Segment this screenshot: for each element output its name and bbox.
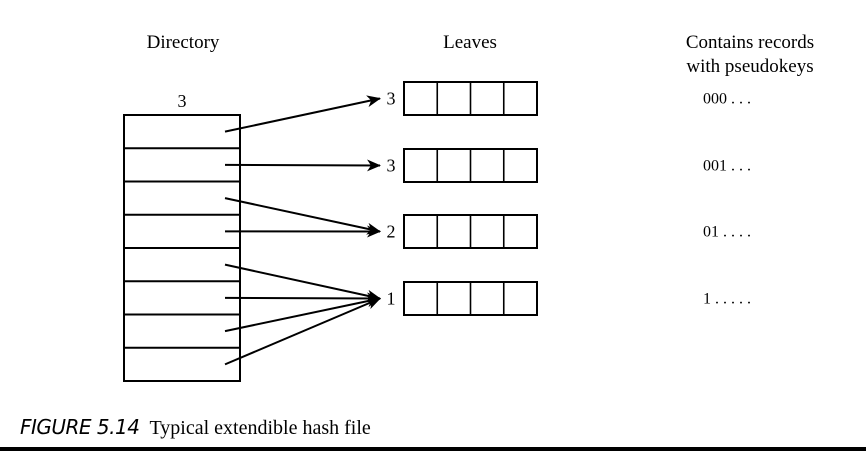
pseudokey-label: 001 . . . [703,158,751,175]
caption-rule [0,447,866,451]
leaf-buckets: 3 3 2 1 [387,81,538,316]
leaf-bucket: 3 [387,148,538,183]
pointer-arrow [224,159,381,172]
caption-label: FIGURE 5.14 [20,415,139,439]
leaf-bucket: 3 [387,81,538,116]
contains-header-line1: Contains records [686,32,814,53]
pseudokey-label: 000 . . . [703,91,751,108]
leaf-bucket: 2 [387,214,538,249]
pseudokey-label: 01 . . . . [703,224,751,241]
leaves-header: Leaves [443,32,497,53]
pointer-arrow [224,295,381,333]
directory-entry-111 [124,348,240,381]
pseudokey-labels: 000 . . . 001 . . . 01 . . . . 1 . . . . . [703,91,751,308]
directory-entry-010 [124,182,240,215]
leaf-bucket: 1 [387,281,538,316]
local-depth-label: 2 [387,222,396,242]
pointer-arrow [224,263,381,302]
pointer-arrow [224,95,381,133]
local-depth-label: 1 [387,289,396,309]
directory-pointers [224,95,381,366]
pointer-arrow [224,292,381,305]
directory-entry-000 [124,115,240,148]
figure-caption: FIGURE 5.14 Typical extendible hash file [20,415,371,439]
local-depth-label: 3 [387,89,396,109]
directory-entry-110 [124,315,240,348]
pointer-arrow [224,297,381,366]
directory-entry-001 [124,148,240,181]
directory-entry-101 [124,281,240,314]
local-depth-label: 3 [387,156,396,176]
global-depth-label: 3 [178,91,187,111]
directory-entry-100 [124,248,240,281]
directory-table [123,114,241,382]
directory-header: Directory [147,32,220,53]
pseudokey-label: 1 . . . . . [703,291,751,308]
caption-text: Typical extendible hash file [149,417,370,439]
directory-entry-011 [124,215,240,248]
pointer-arrow [224,197,381,235]
contains-header-line2: with pseudokeys [686,56,813,77]
